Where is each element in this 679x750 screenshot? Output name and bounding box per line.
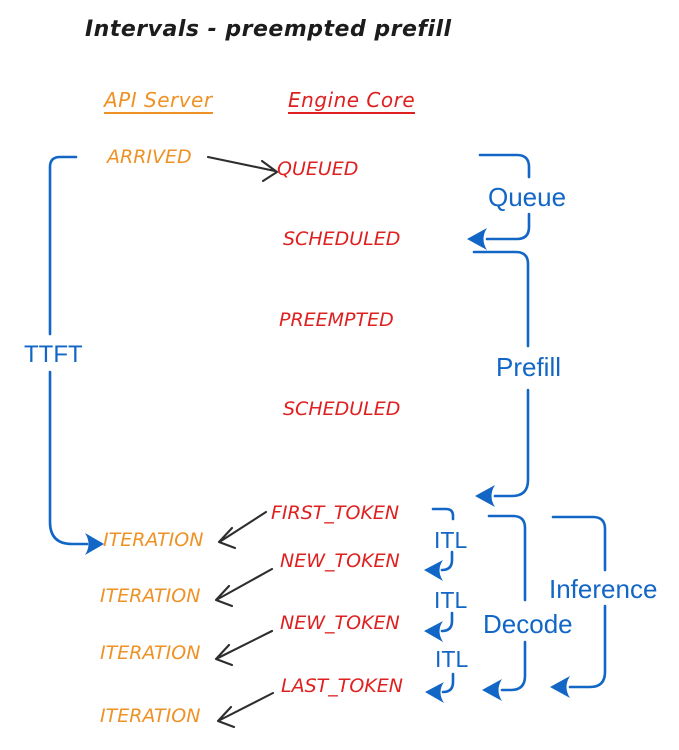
interval-inference: Inference (549, 574, 658, 604)
inference-arrowhead (550, 676, 570, 698)
event-iteration-4: ITERATION (100, 705, 201, 727)
queue-bracket (478, 153, 531, 241)
itl-arrowhead-3 (425, 682, 444, 703)
arrow-new-token-2-to-iteration-3 (214, 629, 274, 667)
ttft-bracket (48, 155, 89, 546)
interval-ttft: TTFT (24, 341, 83, 368)
decode-bracket (487, 514, 527, 692)
arrow-first-token-to-iteration-1 (217, 510, 268, 550)
itl-hook-2 (440, 611, 454, 633)
queue-arrowhead (467, 228, 487, 250)
interval-itl-1: ITL (434, 527, 468, 553)
event-scheduled-2: SCHEDULED (283, 398, 401, 420)
arrow-new-token-1-to-iteration-2 (214, 567, 274, 608)
event-iteration-2: ITERATION (100, 585, 201, 607)
event-queued: QUEUED (277, 158, 359, 180)
event-iteration-3: ITERATION (100, 642, 201, 664)
itl-hook-1 (440, 550, 454, 572)
inference-bracket (551, 515, 607, 689)
arrow-last-token-to-iteration-4 (216, 691, 275, 729)
interval-queue: Queue (488, 182, 567, 212)
itl-arrowhead-2 (424, 621, 443, 642)
event-arrived: ARRIVED (107, 146, 192, 168)
prefill-bracket (472, 250, 530, 498)
interval-itl-2: ITL (434, 587, 468, 613)
interval-itl-3: ITL (435, 646, 469, 672)
arrow-arrived-to-queued (206, 155, 279, 183)
itl-bracket-start (431, 507, 455, 521)
itl-arrowhead-1 (424, 560, 443, 581)
column-header-engine-core: Engine Core (288, 88, 416, 114)
event-first-token: FIRST_TOKEN (271, 502, 400, 524)
event-scheduled-1: SCHEDULED (283, 228, 401, 250)
itl-hook-3 (441, 672, 455, 694)
event-iteration-1: ITERATION (103, 529, 204, 551)
ttft-arrowhead (85, 533, 104, 555)
event-preempted: PREEMPTED (279, 309, 394, 331)
decode-arrowhead (482, 679, 502, 701)
interval-prefill: Prefill (496, 352, 562, 382)
interval-decode: Decode (483, 609, 573, 639)
event-new-token-2: NEW_TOKEN (280, 612, 400, 634)
column-header-api-server: API Server (104, 88, 213, 114)
event-last-token: LAST_TOKEN (281, 675, 403, 697)
diagram-title: Intervals - preempted prefill (85, 17, 452, 42)
event-new-token-1: NEW_TOKEN (280, 550, 400, 572)
prefill-arrowhead (475, 485, 495, 507)
